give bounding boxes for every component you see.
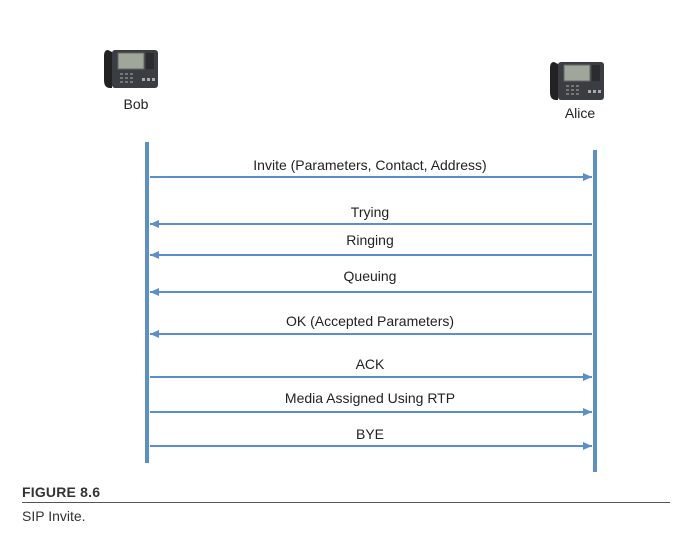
arrowhead-left-icon	[150, 220, 159, 228]
participant-label-bob: Bob	[123, 96, 149, 112]
figure-number: FIGURE 8.6	[22, 484, 101, 500]
arrowhead-right-icon	[583, 442, 592, 450]
caption-divider	[22, 502, 670, 503]
alice-phone-icon	[548, 56, 608, 106]
figure-caption: SIP Invite.	[22, 508, 86, 524]
arrowhead-left-icon	[150, 288, 159, 296]
message-label: OK (Accepted Parameters)	[285, 313, 455, 329]
arrowhead-right-icon	[583, 373, 592, 381]
arrowhead-left-icon	[150, 330, 159, 338]
message-label: Trying	[350, 204, 390, 220]
message-label: ACK	[355, 356, 385, 372]
arrowhead-right-icon	[583, 173, 592, 181]
participant-label-alice: Alice	[564, 105, 596, 121]
bob-phone-icon	[102, 44, 162, 94]
message-label: BYE	[355, 426, 384, 442]
message-label: Invite (Parameters, Contact, Address)	[253, 157, 487, 173]
arrowhead-right-icon	[583, 408, 592, 416]
message-label: Media Assigned Using RTP	[284, 390, 456, 406]
message-label: Ringing	[346, 232, 394, 248]
message-label: Queuing	[343, 268, 397, 284]
arrowhead-left-icon	[150, 251, 159, 259]
